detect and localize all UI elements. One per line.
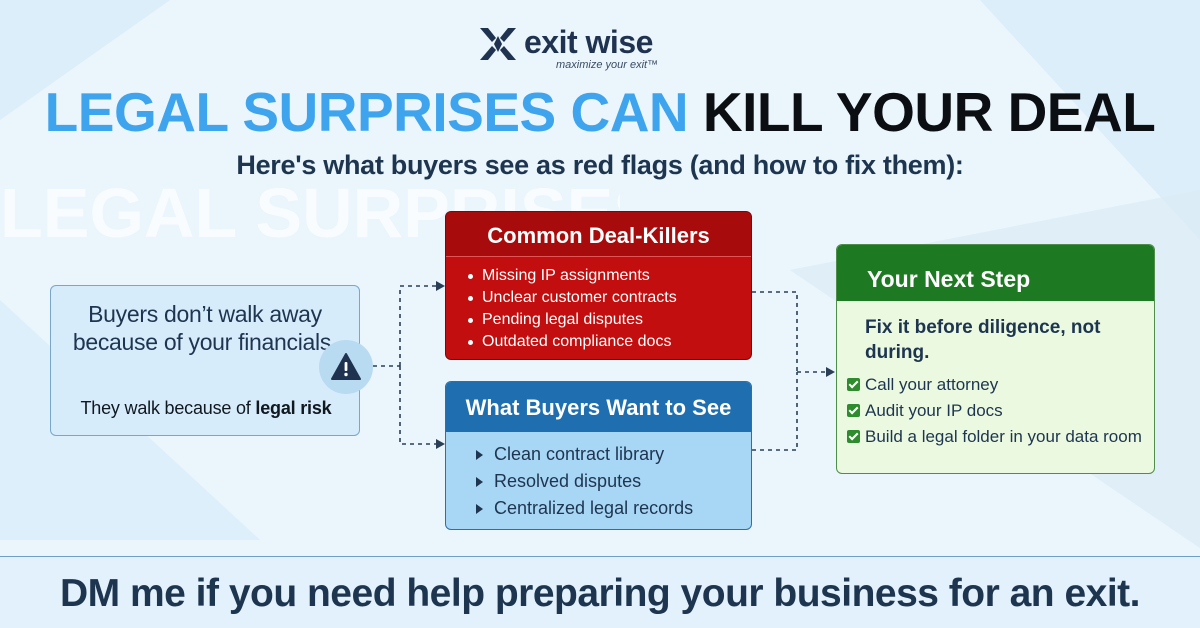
- subheadline: Here's what buyers see as red flags (and…: [236, 150, 964, 180]
- connector-split-up: [399, 285, 436, 366]
- list-item: Call your attorney: [847, 372, 1154, 398]
- list-item: Unclear customer contracts: [468, 287, 751, 309]
- intro-card-sub-emphasis: legal risk: [255, 398, 332, 418]
- connector-red-out: [752, 291, 798, 372]
- checkbox-checked-icon: [847, 404, 860, 417]
- headline-part-1: LEGAL SURPRISES CAN: [44, 81, 689, 143]
- list-item: Missing IP assignments: [468, 265, 751, 287]
- list-item: Outdated compliance docs: [468, 331, 751, 353]
- footer-cta: DM me if you need help preparing your bu…: [59, 572, 1141, 615]
- intro-card-sub-text: They walk because of legal risk: [51, 398, 361, 419]
- connector-blue-out: [752, 372, 798, 451]
- exitwise-x-arrows-icon: [480, 28, 516, 60]
- next-step-card: Your Next Step Fix it before diligence, …: [836, 244, 1155, 474]
- arrowhead-to-blue: [436, 439, 445, 449]
- buyers-want-card: What Buyers Want to See Clean contract l…: [445, 381, 752, 530]
- arrowhead-to-green: [826, 367, 835, 377]
- intro-card-sub-prefix: They walk because of: [80, 398, 256, 418]
- brand-name: exit wise: [524, 24, 653, 60]
- list-item: Centralized legal records: [476, 495, 751, 522]
- footer-banner: DM me if you need help preparing your bu…: [0, 556, 1200, 628]
- list-item-label: Build a legal folder in your data room: [865, 427, 1142, 446]
- next-step-title: Your Next Step: [837, 245, 1154, 301]
- arrowhead-to-red: [436, 281, 445, 291]
- list-item: Pending legal disputes: [468, 309, 751, 331]
- brand-tagline: maximize your exit™: [556, 59, 659, 71]
- checkbox-checked-icon: [847, 430, 860, 443]
- intro-card-main-text: Buyers don’t walk away because of your f…: [72, 301, 338, 355]
- buyers-want-list: Clean contract library Resolved disputes…: [446, 432, 751, 522]
- headline-part-2: KILL YOUR DEAL: [702, 81, 1156, 143]
- deal-killers-card: Common Deal-Killers Missing IP assignmen…: [445, 211, 752, 360]
- alert-badge: [319, 340, 373, 394]
- brand-logo: exit wise maximize your exit™: [478, 22, 718, 72]
- list-item: Audit your IP docs: [847, 398, 1154, 424]
- deal-killers-title: Common Deal-Killers: [446, 212, 751, 257]
- deal-killers-list: Missing IP assignments Unclear customer …: [446, 257, 751, 353]
- next-step-lead: Fix it before diligence, not during.: [865, 317, 1101, 363]
- list-item-label: Audit your IP docs: [865, 401, 1003, 420]
- intro-card: Buyers don’t walk away because of your f…: [50, 285, 360, 436]
- checkbox-checked-icon: [847, 378, 860, 391]
- list-item: Clean contract library: [476, 441, 751, 468]
- list-item: Build a legal folder in your data room: [847, 424, 1154, 450]
- connector-split-down: [399, 366, 436, 445]
- alert-triangle-icon: [331, 353, 361, 380]
- list-item-label: Call your attorney: [865, 375, 999, 394]
- list-item: Resolved disputes: [476, 468, 751, 495]
- buyers-want-title: What Buyers Want to See: [446, 382, 751, 432]
- next-step-list: Call your attorney Audit your IP docs Bu…: [837, 365, 1154, 450]
- headline: LEGAL SURPRISES CAN KILL YOUR DEAL: [0, 80, 1200, 144]
